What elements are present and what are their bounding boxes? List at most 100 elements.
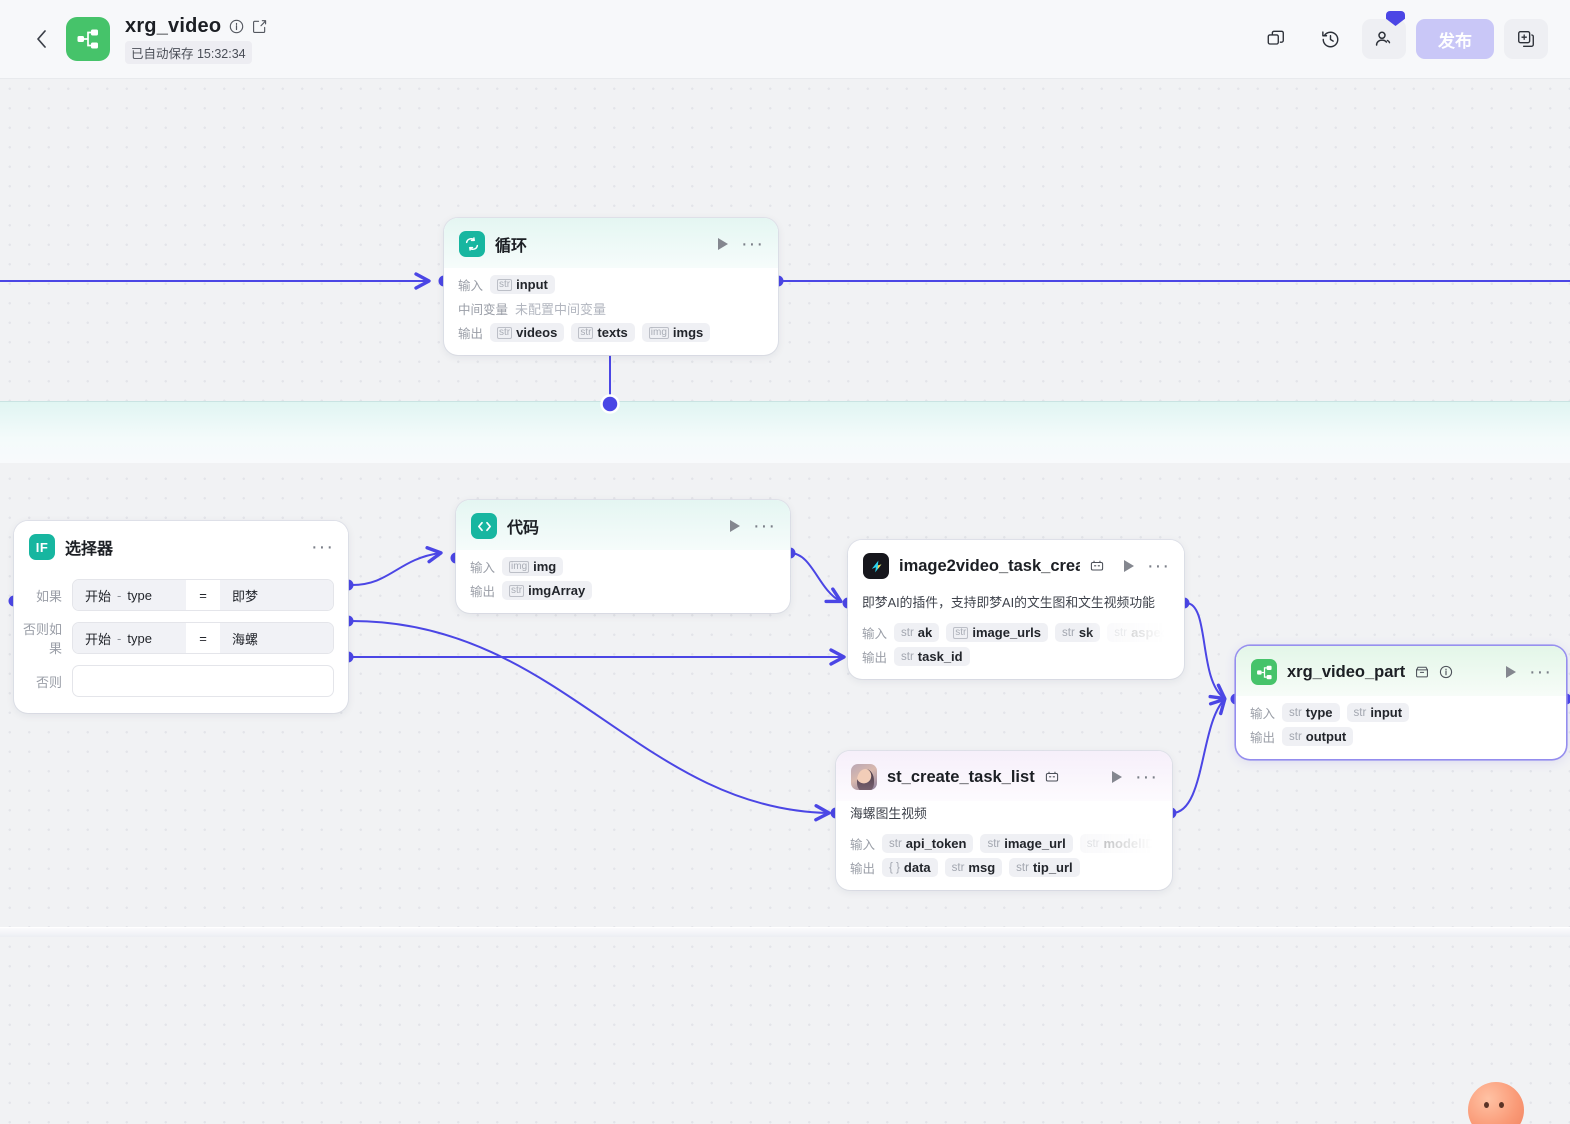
row-label: 输入 xyxy=(470,561,496,575)
copy-icon xyxy=(1267,30,1284,45)
node-xrg-part-input-row: 输入 str type str input xyxy=(1250,703,1552,722)
chip-image-urls[interactable]: str image_urls xyxy=(946,623,1049,642)
node-selector-header: IF 选择器 ··· xyxy=(14,521,348,571)
plugin-badge-icon xyxy=(1090,559,1104,573)
title-block: xrg_video 已自动保存 15:32:34 xyxy=(125,15,267,64)
node-xrg-video-part-body: 输入 str type str input 输出 str output xyxy=(1236,696,1566,759)
condition-operator[interactable]: = xyxy=(199,630,207,646)
chip-api-token[interactable]: str api_token xyxy=(882,834,974,853)
condition-label: 否则如果 xyxy=(22,622,62,656)
top-bar-actions: 发布 xyxy=(1254,11,1548,59)
chip-videos[interactable]: str videos xyxy=(490,323,565,342)
condition-label: 否则 xyxy=(35,674,62,690)
copy-button[interactable] xyxy=(1254,19,1298,59)
node-code-run-button[interactable] xyxy=(730,520,741,532)
chip-image-url[interactable]: str image_url xyxy=(980,834,1073,853)
node-image2video-menu-button[interactable]: ··· xyxy=(1147,555,1170,577)
node-code-menu-button[interactable]: ··· xyxy=(753,515,776,537)
node-code[interactable]: 代码 ··· 输入 img img 输出 str imgArray xyxy=(456,500,790,613)
condition-label: 如果 xyxy=(35,588,62,604)
condition-if: 如果 开始 - type = 即梦 xyxy=(14,579,334,611)
node-loop-run-button[interactable] xyxy=(718,238,729,250)
node-st-create-body: 海螺图生视频 输入 str api_token str image_url st… xyxy=(836,801,1172,890)
condition-box[interactable]: 开始 - type = 海螺 xyxy=(72,622,334,654)
node-code-title: 代码 xyxy=(507,520,540,537)
row-label: 中间变量 xyxy=(458,303,509,317)
node-st-create-run-button[interactable] xyxy=(1112,771,1123,783)
node-loop-header: 循环 ··· xyxy=(444,218,778,268)
chip-ak[interactable]: str ak xyxy=(894,623,940,642)
history-button[interactable] xyxy=(1308,19,1352,59)
archive-icon[interactable] xyxy=(1415,665,1429,679)
condition-else-box[interactable] xyxy=(72,665,334,697)
node-loop[interactable]: 循环 ··· 输入 str input 中间变量 未配置中间变量 输出 xyxy=(444,218,778,355)
node-image2video-description: 即梦AI的插件，支持即梦AI的文生图和文生视频功能 xyxy=(862,595,1155,610)
chip-task-id[interactable]: str task_id xyxy=(894,647,970,666)
node-xrg-part-output-row: 输出 str output xyxy=(1250,727,1552,746)
node-xrg-video-part-title: xrg_video_part xyxy=(1287,662,1406,681)
condition-box[interactable]: 开始 - type = 即梦 xyxy=(72,579,334,611)
avatar-plugin-icon xyxy=(851,764,877,790)
node-code-input-row: 输入 img img xyxy=(470,557,776,576)
chip-imgs[interactable]: img imgs xyxy=(641,323,711,342)
node-image2video-input-row: 输入 str ak str image_urls str sk str aspe… xyxy=(862,623,1170,642)
chip-msg[interactable]: str msg xyxy=(944,858,1003,877)
collaborators-icon xyxy=(1375,31,1391,46)
chip-data[interactable]: { } data xyxy=(882,858,938,877)
top-bar: xrg_video 已自动保存 15:32:34 xyxy=(0,0,1570,79)
node-xrg-video-part[interactable]: xrg_video_part ··· 输入 xyxy=(1236,646,1566,759)
node-selector-body: 如果 开始 - type = 即梦 否则如果 开始 - xyxy=(14,579,348,713)
chip-sk[interactable]: str sk xyxy=(1055,623,1101,642)
mascot-eye-left xyxy=(1484,1102,1489,1108)
edit-square-icon[interactable] xyxy=(252,19,267,34)
node-loop-output-row: 输出 str videos str texts img imgs xyxy=(458,323,764,342)
condition-value[interactable]: 海螺 xyxy=(220,623,333,653)
node-image2video-run-button[interactable] xyxy=(1124,560,1135,572)
node-loop-intermediate-row: 中间变量 未配置中间变量 xyxy=(458,299,764,318)
duplicate-button[interactable] xyxy=(1504,19,1548,59)
chip-modelid[interactable]: str modelID xyxy=(1079,834,1158,853)
node-loop-menu-button[interactable]: ··· xyxy=(741,233,764,255)
code-icon xyxy=(471,513,497,539)
node-st-create-menu-button[interactable]: ··· xyxy=(1135,766,1158,788)
back-button[interactable] xyxy=(24,22,58,56)
chip-imgarray[interactable]: str imgArray xyxy=(502,581,593,600)
loop-icon xyxy=(459,231,485,257)
node-selector-menu-button[interactable]: ··· xyxy=(311,536,334,558)
chip-img[interactable]: img img xyxy=(502,557,564,576)
chip-output[interactable]: str output xyxy=(1282,727,1354,746)
publish-button[interactable]: 发布 xyxy=(1416,19,1494,59)
chip-texts[interactable]: str texts xyxy=(571,323,635,342)
condition-value[interactable]: 即梦 xyxy=(220,580,333,610)
node-xrg-video-part-menu-button[interactable]: ··· xyxy=(1529,661,1552,683)
chip-input[interactable]: str input xyxy=(490,275,555,294)
node-selector[interactable]: IF 选择器 ··· 如果 开始 - type = 即梦 xyxy=(14,521,348,713)
chip-tip-url[interactable]: str tip_url xyxy=(1009,858,1080,877)
info-circle-icon[interactable] xyxy=(1439,665,1453,679)
assistant-mascot[interactable] xyxy=(1468,1082,1524,1124)
chip-input[interactable]: str input xyxy=(1346,703,1410,722)
node-xrg-video-part-run-button[interactable] xyxy=(1506,666,1517,678)
node-image2video[interactable]: image2video_task_create ··· 即梦AI的插件，支持即梦… xyxy=(848,540,1184,679)
chip-aspect-ratio[interactable]: str aspect_ra xyxy=(1107,623,1170,642)
condition-variable[interactable]: 开始 - type xyxy=(73,623,186,653)
duplicate-icon xyxy=(1518,31,1534,47)
condition-variable[interactable]: 开始 - type xyxy=(73,580,186,610)
node-image2video-title: image2video_task_create xyxy=(899,556,1081,575)
collaborators-button[interactable] xyxy=(1362,11,1406,59)
workflow-icon xyxy=(1251,659,1277,685)
node-image2video-output-row: 输出 str task_id xyxy=(862,647,1170,666)
workflow-canvas[interactable]: 循环 ··· 输入 str input 中间变量 未配置中间变量 输出 xyxy=(0,79,1570,1124)
chevron-left-icon xyxy=(36,30,46,48)
node-xrg-video-part-header: xrg_video_part ··· xyxy=(1236,646,1566,696)
node-loop-body: 输入 str input 中间变量 未配置中间变量 输出 str videos … xyxy=(444,268,778,355)
condition-elseif: 否则如果 开始 - type = 海螺 xyxy=(14,619,334,657)
intermediate-var-empty: 未配置中间变量 xyxy=(515,302,607,317)
page-title: xrg_video xyxy=(125,14,222,37)
node-code-header: 代码 ··· xyxy=(456,500,790,550)
condition-operator[interactable]: = xyxy=(199,587,207,603)
chip-type[interactable]: str type xyxy=(1282,703,1340,722)
node-loop-input-row: 输入 str input xyxy=(458,275,764,294)
info-circle-icon[interactable] xyxy=(229,19,244,34)
node-st-create-task-list[interactable]: st_create_task_list ··· 海螺图生视频 输入 str ap… xyxy=(836,751,1172,890)
